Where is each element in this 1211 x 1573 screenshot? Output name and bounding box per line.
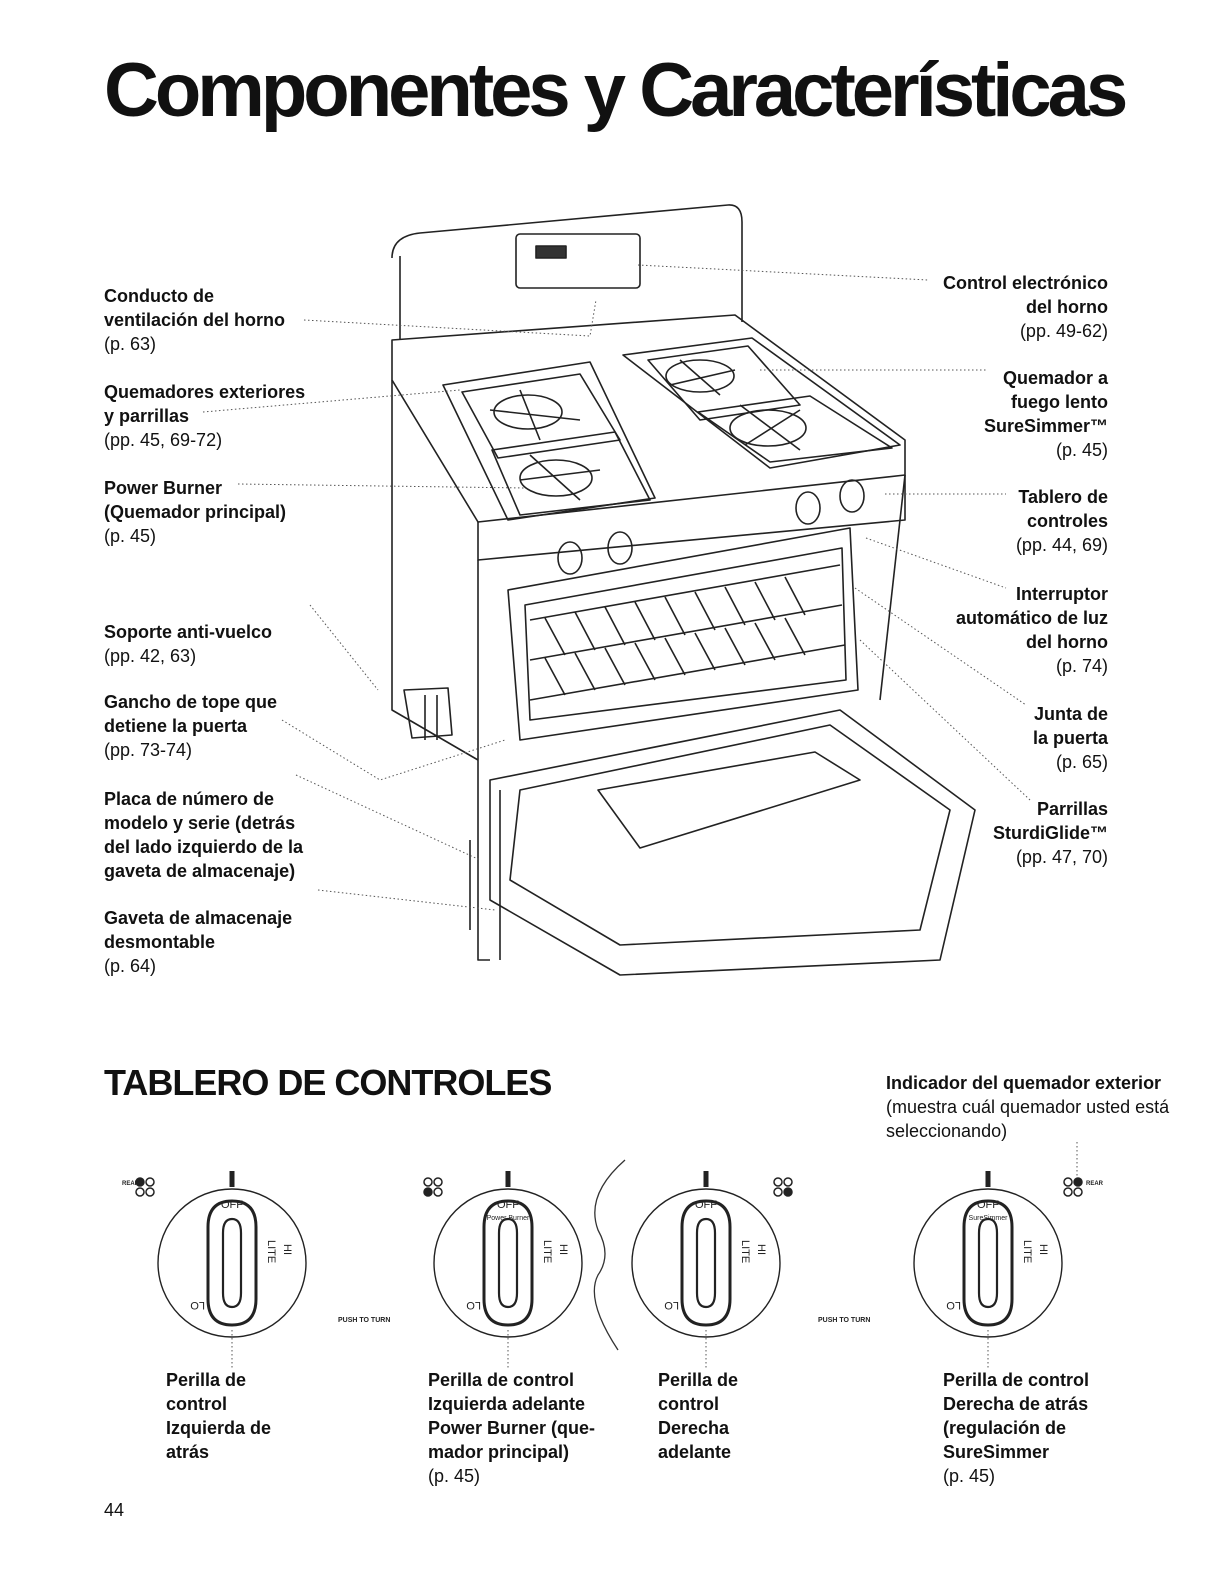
knob4-off: OFF [977,1199,999,1211]
knob2-hi: HI [557,1244,569,1255]
knob4-rear-label: REAR [1086,1181,1104,1187]
knob4-suresimmer: SureSimmer [969,1215,1009,1222]
knob2-lite: LITE [541,1240,553,1263]
knob2-off: OFF [497,1199,519,1211]
knob4-lo: LO [946,1299,961,1311]
knob1-off: OFF [221,1199,243,1211]
knob4-hi: HI [1037,1244,1049,1255]
push-to-turn-left: PUSH TO TURN [338,1317,390,1324]
label-power-burner: Power Burner(Quemador principal)(p. 45) [104,478,287,546]
page-number: 44 [104,1500,125,1520]
page-title: Componentes y Características [104,48,1128,133]
section-title: TABLERO DE CONTROLES [104,1062,552,1103]
knob2-power-burner: Power Burner [487,1215,530,1222]
knob1-lo: LO [190,1299,205,1311]
knob3-hi: HI [755,1244,767,1255]
indicator-note: Indicador del quemador exterior (muestra… [886,1073,1170,1141]
knob1-hi: HI [281,1244,293,1255]
knob2-lo: LO [466,1299,481,1311]
knob1-rear-label: REAR [122,1181,140,1187]
knob3-lo: LO [664,1299,679,1311]
knob1-lite: LITE [265,1240,277,1263]
label-soporte: Soporte anti-vuelco(pp. 42, 63) [104,622,273,666]
knob4-lite: LITE [1021,1240,1033,1263]
knob3-lite: LITE [739,1240,751,1263]
push-to-turn-right: PUSH TO TURN [818,1317,870,1324]
knob3-off: OFF [695,1199,717,1211]
